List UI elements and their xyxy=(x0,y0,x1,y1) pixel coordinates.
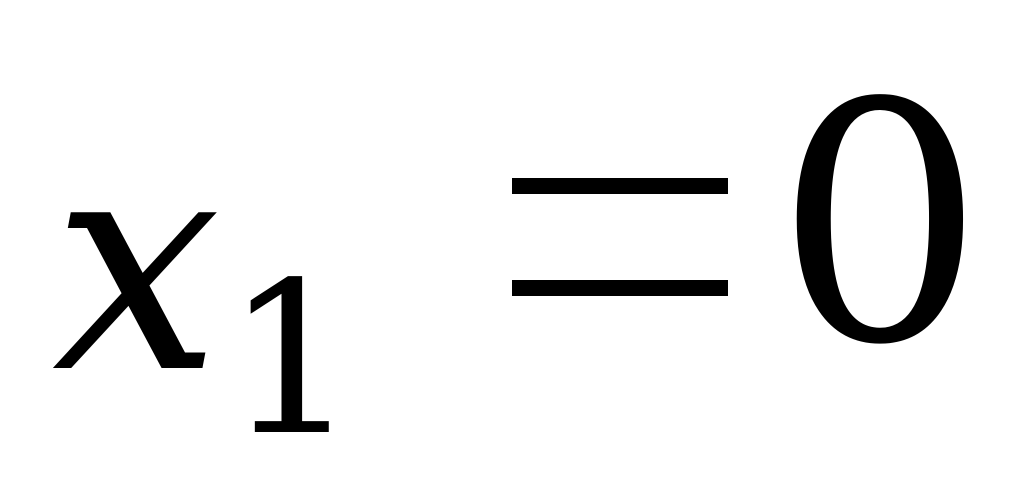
equals-sign-top-bar xyxy=(512,178,728,194)
equation-value: 0 xyxy=(775,33,985,417)
equation-subscript: 1 xyxy=(225,237,359,482)
equals-sign xyxy=(512,178,728,296)
equals-sign-bottom-bar xyxy=(512,280,728,296)
equation-variable: x xyxy=(52,90,222,439)
